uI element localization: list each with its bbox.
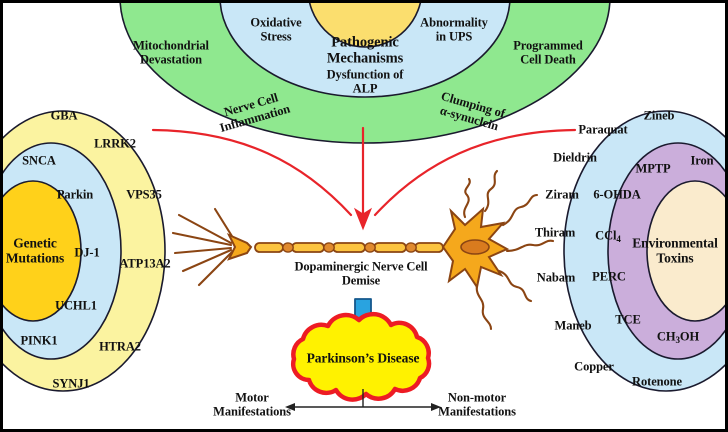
neuron-dendrites — [463, 169, 555, 331]
pathogenic-middle-ring — [219, 3, 511, 98]
pathogenic-core — [308, 3, 422, 48]
genetic-cluster — [3, 110, 166, 392]
red-arrow-from-toxins — [373, 128, 577, 217]
red-arrow-group — [151, 126, 577, 217]
cloud-shape — [290, 311, 432, 402]
red-arrowhead — [353, 207, 373, 231]
toxin-core — [646, 180, 725, 322]
shapes-layer — [3, 3, 725, 411]
red-arrow-from-genetic — [151, 128, 353, 217]
pathogenic-cluster — [119, 3, 611, 144]
diagram-stage: Pathogenic Mechanisms Oxidative Stress A… — [3, 3, 725, 429]
neuron-nucleus — [460, 239, 490, 255]
parkinsons-disease-cloud — [290, 311, 432, 402]
neuron-axon-terminals — [171, 207, 237, 287]
dopaminergic-neuron — [171, 169, 555, 331]
neuron-terminal-bouton — [226, 232, 253, 261]
genetic-core — [3, 180, 82, 322]
toxin-cluster — [563, 110, 725, 392]
manifestation-arrowheads — [285, 403, 441, 411]
neuron-myelin-sheath — [254, 242, 444, 253]
neuron-nodes-of-ranvier — [282, 242, 417, 253]
manifestation-split-arrows — [291, 389, 435, 408]
